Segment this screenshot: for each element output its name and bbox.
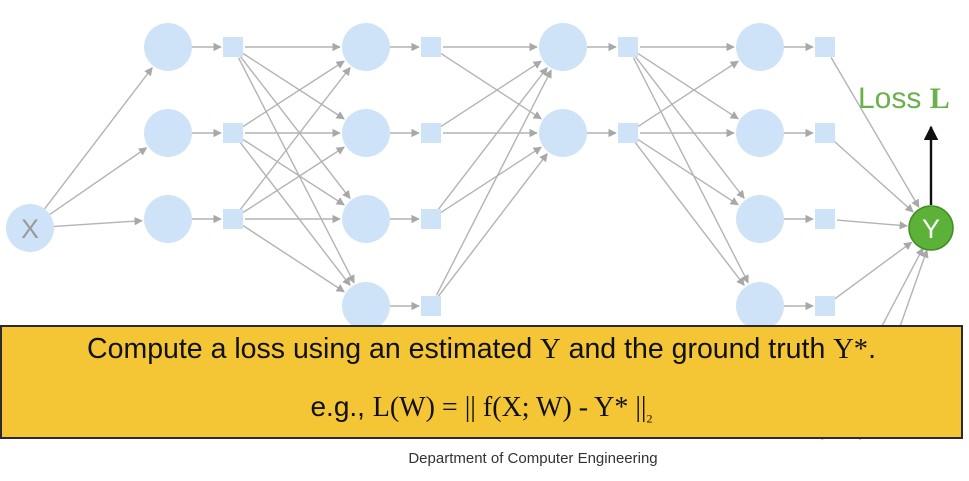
callout-text-2a: e.g.,: [310, 391, 373, 422]
callout-text-1e: .: [868, 333, 876, 365]
edge: [637, 52, 739, 120]
activation-unit: [618, 37, 638, 57]
edge: [440, 52, 542, 120]
activation-unit: [618, 123, 638, 143]
neuron: [539, 109, 587, 157]
callout-symbol-y: Y: [540, 334, 561, 365]
edge: [833, 140, 914, 213]
loss-formula: L(W) = || f(X; W) - Y* ||: [372, 392, 647, 423]
neuron: [144, 109, 192, 157]
edge: [242, 224, 345, 293]
edge: [632, 57, 749, 284]
edge: [242, 138, 345, 206]
edge: [634, 56, 745, 200]
neuron: [144, 23, 192, 71]
neuron: [342, 109, 390, 157]
edge: [239, 56, 351, 200]
edge: [49, 147, 148, 215]
edge: [440, 146, 542, 214]
activation-unit: [815, 123, 835, 143]
neuron: [736, 109, 784, 157]
edge: [43, 67, 153, 210]
edges-layer: [43, 42, 939, 441]
edge: [242, 52, 345, 120]
callout-text-1a: Compute a loss using an estimated: [87, 333, 541, 365]
loss-label-symbol: L: [929, 82, 950, 115]
activation-unit: [421, 37, 441, 57]
neuron: [539, 23, 587, 71]
neuron: [342, 23, 390, 71]
edge: [637, 60, 739, 128]
edge: [239, 66, 351, 210]
activation-unit: [421, 209, 441, 229]
activation-unit: [421, 296, 441, 316]
activation-unit: [815, 296, 835, 316]
edge: [435, 69, 552, 296]
neuron: [736, 282, 784, 330]
neuron: [736, 195, 784, 243]
edge: [242, 60, 345, 128]
loss-label-prefix: Loss: [858, 82, 930, 115]
loss-label: Loss L: [858, 82, 950, 116]
edge: [437, 153, 548, 297]
activation-unit: [223, 37, 243, 57]
neuron: [144, 195, 192, 243]
input-node-label: X: [21, 214, 39, 244]
neuron: [736, 23, 784, 71]
activation-unit: [815, 209, 835, 229]
input-node: [6, 204, 54, 252]
neuron: [342, 282, 390, 330]
footer-department: Department of Computer Engineering: [408, 450, 658, 467]
edge: [836, 219, 908, 230]
edge: [437, 66, 548, 210]
edge: [53, 216, 143, 228]
activation-unit: [815, 37, 835, 57]
activation-unit: [421, 123, 441, 143]
edge: [239, 142, 351, 287]
edge: [242, 146, 345, 214]
edge: [237, 57, 355, 284]
activation-unit: [223, 209, 243, 229]
edge: [440, 60, 542, 128]
callout-symbol-ystar: Y*: [833, 334, 869, 365]
edge: [830, 57, 920, 209]
neuron: [342, 195, 390, 243]
output-node: [908, 205, 954, 251]
callout-line-1: Compute a loss using an estimated Y and …: [2, 333, 961, 366]
callout-line-2: e.g., L(W) = || f(X; W) - Y* ||2: [2, 391, 961, 427]
callout-box: Compute a loss using an estimated Y and …: [0, 325, 963, 439]
output-node-label: Y: [922, 214, 940, 244]
callout-text-1c: and the ground truth: [560, 333, 834, 365]
edge: [634, 142, 745, 286]
edge: [637, 138, 739, 206]
edge: [834, 241, 913, 300]
loss-formula-subscript: 2: [646, 411, 653, 426]
activation-unit: [223, 123, 243, 143]
